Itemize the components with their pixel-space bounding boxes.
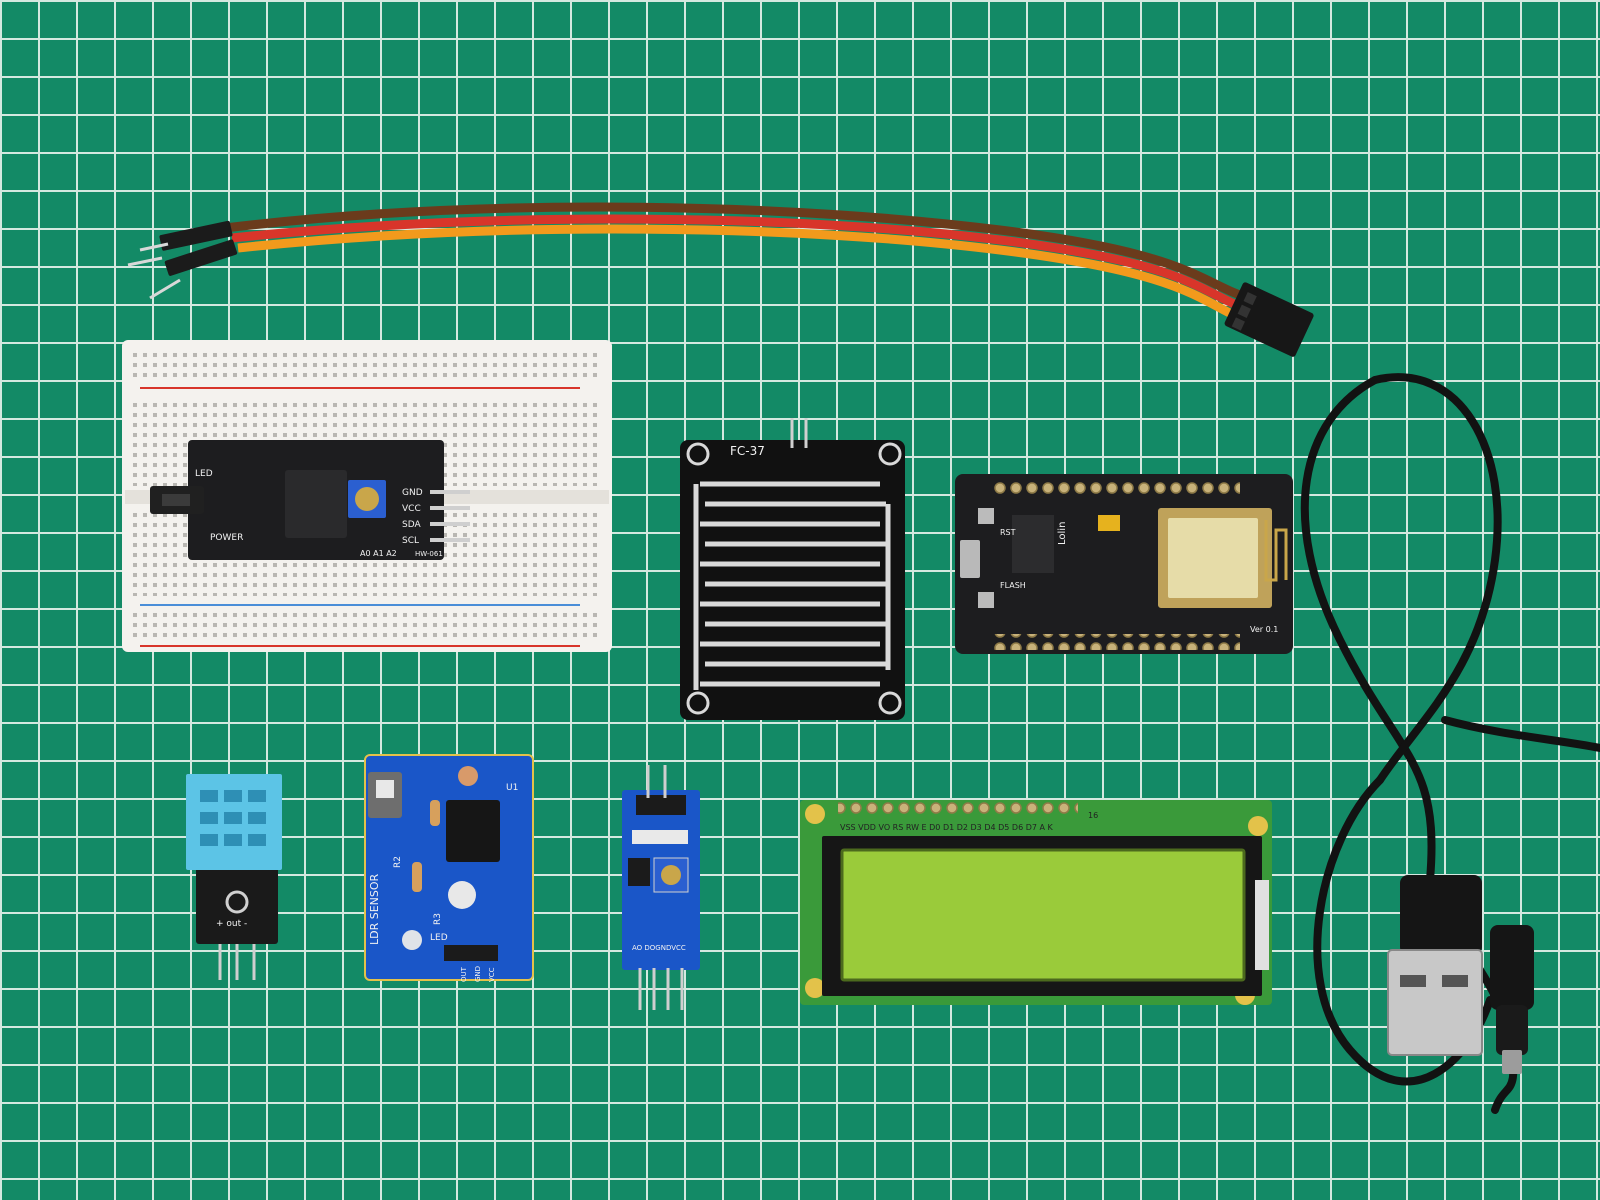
ldr-title: LDR SENSOR	[368, 873, 381, 945]
lcd-pin-labels: VSS VDD VO RS RW E D0 D1 D2 D3 D4 D5 D6 …	[840, 823, 1054, 832]
lcd-16x2: VSS VDD VO RS RW E D0 D1 D2 D3 D4 D5 D6 …	[800, 800, 1272, 1005]
ldr-out-label: OUT	[460, 966, 468, 982]
i2c-header-pins	[430, 490, 470, 542]
i2c-pin-sda: SDA	[402, 520, 421, 530]
ldr-resistors	[412, 800, 440, 892]
usb-cable	[1300, 373, 1600, 1114]
i2c-pin-vcc: VCC	[402, 504, 421, 514]
rain-sensor-model: FC-37	[730, 444, 765, 458]
i2c-model-label: HW-061	[415, 550, 443, 558]
nodemcu-board: RST FLASH Lolin Ver 0.1	[955, 474, 1293, 654]
i2c-pin-gnd: GND	[402, 488, 423, 498]
nodemcu-brand: Lolin	[1057, 522, 1068, 545]
dht-grill	[200, 790, 266, 846]
female-connector	[1224, 282, 1314, 357]
i2c-module: GND VCC SDA SCL LED POWER A0 A1 A2 HW-06…	[150, 440, 470, 560]
nodemcu-version: Ver 0.1	[1250, 625, 1278, 634]
ldr-vcc-label: VCC	[488, 967, 496, 982]
i2c-pin-scl: SCL	[402, 536, 419, 546]
dht-sensor-module: + out -	[186, 774, 282, 980]
rain-sensor: FC-37	[680, 418, 905, 720]
i2c-led-label: LED	[195, 469, 213, 479]
ldr-r2-label: R2	[393, 856, 403, 868]
lcd-pin-16: 16	[1088, 811, 1098, 820]
nodemcu-rst-label: RST	[1000, 528, 1016, 537]
i2c-power-label: POWER	[210, 533, 243, 543]
comparator-pin-labels: AO DOGNDVCC	[632, 944, 686, 952]
jumper-wires	[127, 202, 1314, 357]
ldr-gnd-label: GND	[474, 966, 482, 982]
i2c-address-label: A0 A1 A2	[360, 549, 397, 558]
comparator-module: AO DOGNDVCC	[622, 765, 700, 1010]
ldr-u1-label: U1	[506, 783, 518, 793]
micro-usb-connector	[1490, 925, 1534, 1074]
nodemcu-flash-label: FLASH	[1000, 581, 1026, 590]
ldr-r3-label: R3	[433, 913, 443, 925]
dht-pin-label: + out -	[216, 919, 247, 929]
rain-sensor-traces	[693, 481, 891, 690]
ldr-led-label: LED	[430, 933, 448, 943]
ldr-sensor-module: LDR SENSOR R2 R3 LED U1 OUT GND VCC	[364, 754, 534, 982]
usb-a-connector	[1387, 875, 1483, 1056]
male-connectors	[127, 220, 238, 300]
